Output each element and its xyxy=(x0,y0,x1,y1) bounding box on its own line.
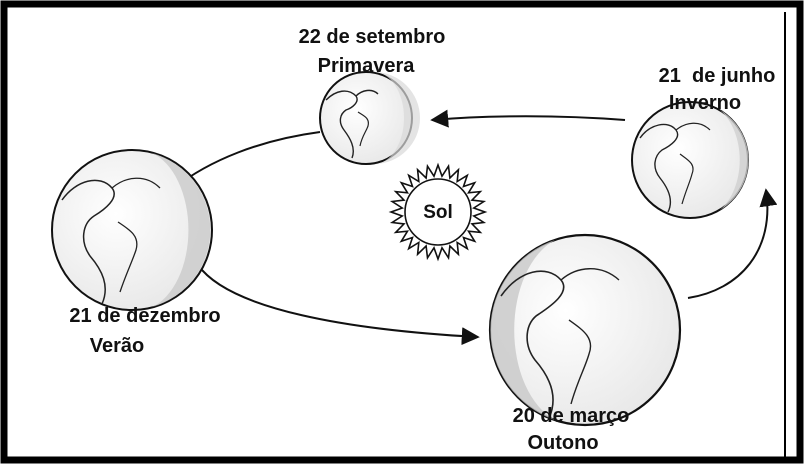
label-dezembro-season: Verão xyxy=(90,335,144,357)
sun-icon: Sol xyxy=(388,162,488,262)
globe-junho-icon xyxy=(631,101,749,219)
label-junho-date: 21 de junho xyxy=(659,65,776,87)
label-marco-date: 20 de março xyxy=(513,405,630,427)
sun-label: Sol xyxy=(423,202,453,223)
orbit-arrow-junho-setembro xyxy=(430,109,626,128)
globe-dezembro-icon xyxy=(51,149,213,311)
label-junho-season: Inverno xyxy=(669,92,741,114)
globe-marco-icon xyxy=(488,233,682,427)
orbit-path xyxy=(172,109,778,346)
label-setembro-date: 22 de setembro xyxy=(299,26,446,48)
orbit-arrow-marco-junho xyxy=(687,188,778,299)
label-setembro-season: Primavera xyxy=(318,55,416,77)
orbit-arrow-dezembro-marco xyxy=(197,264,480,346)
label-marco-season: Outono xyxy=(527,432,598,454)
globe-setembro-icon xyxy=(319,71,420,165)
label-dezembro-date: 21 de dezembro xyxy=(69,305,220,327)
